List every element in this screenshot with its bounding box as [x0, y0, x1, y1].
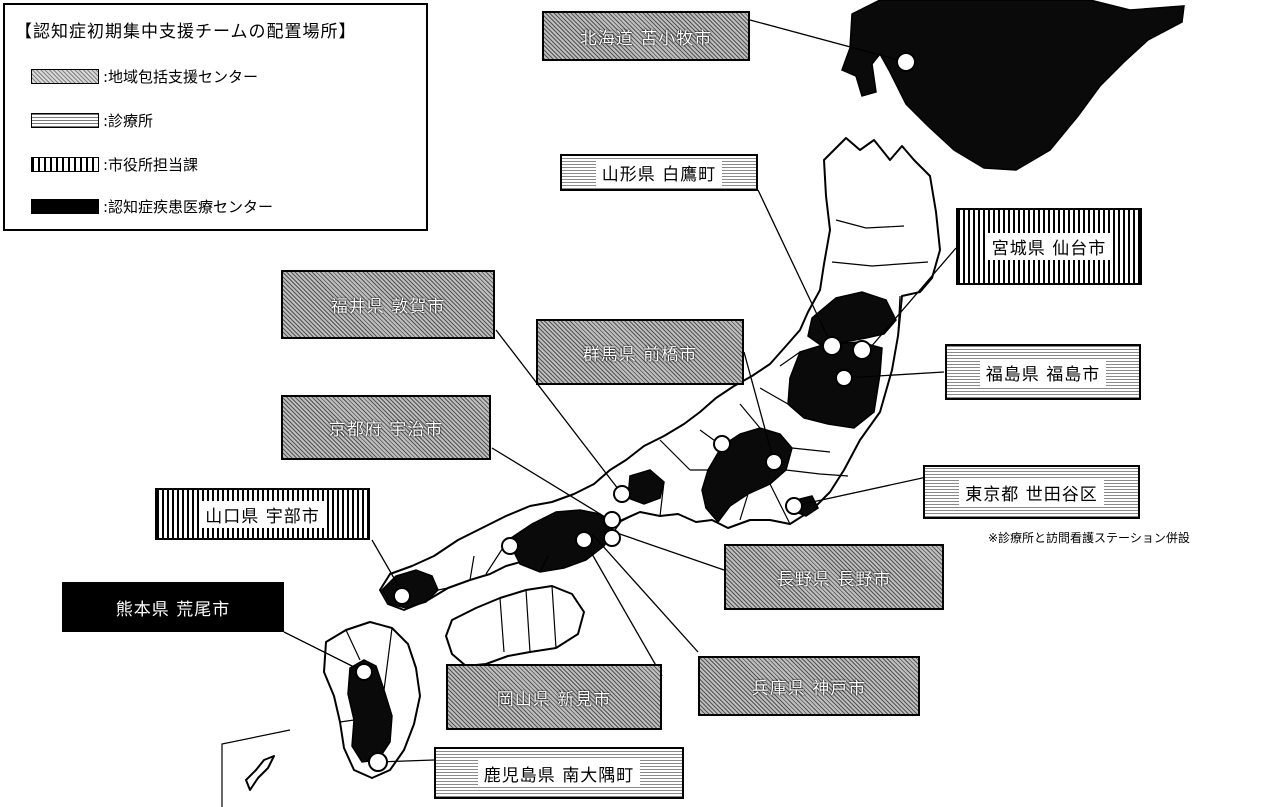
- site-label-nagano: 長野県 長野市: [724, 544, 944, 610]
- site-label-fukushima: 福島県 福島市: [945, 344, 1141, 400]
- map-yamagata-miyagi-fill: [807, 291, 897, 347]
- legend-title: 【認知症初期集中支援チームの配置場所】: [15, 22, 357, 42]
- legend-label: :地域包括支援センター: [103, 67, 259, 86]
- swatch-clinic: [31, 112, 99, 128]
- leader-lines: [283, 19, 957, 763]
- site-label-minamiosumi: 鹿児島県 南大隅町: [434, 747, 684, 799]
- swatch-chiiki: [31, 68, 99, 84]
- map-tohoku: [379, 137, 941, 611]
- legend-label: :診療所: [103, 111, 154, 130]
- site-label-maebashi: 群馬県 前橋市: [536, 319, 744, 385]
- site-label-arao: 熊本県 荒尾市: [62, 582, 284, 632]
- site-label-kobe: 兵庫県 神戸市: [698, 656, 920, 716]
- site-label-sendai: 宮城県 仙台市: [956, 208, 1142, 285]
- site-label-tsuruga: 福井県 敦賀市: [281, 270, 495, 339]
- site-label-uji: 京都府 宇治市: [281, 395, 491, 460]
- map-hokkaido: [841, 0, 1185, 171]
- legend-label: :市役所担当課: [103, 155, 199, 174]
- footnote: ※診療所と訪問看護ステーション併設: [988, 531, 1190, 545]
- legend-item-clinic: :診療所: [31, 109, 153, 131]
- okinawa-frame: [221, 729, 291, 807]
- map-kyushu-fill: [347, 659, 393, 763]
- map-fukushima-fill: [787, 341, 883, 429]
- legend-item-chiiki: :地域包括支援センター: [31, 65, 258, 87]
- swatch-center: [31, 198, 99, 214]
- map-okinawa: [245, 755, 275, 791]
- site-label-niimi: 岡山県 新見市: [446, 664, 662, 730]
- site-label-shirataka: 山形県 白鷹町: [560, 154, 758, 191]
- site-label-setagaya: 東京都 世田谷区: [923, 465, 1140, 519]
- legend-label: :認知症疾患医療センター: [103, 197, 274, 216]
- site-markers: [355, 52, 916, 772]
- map-shikoku: [445, 585, 585, 667]
- legend-item-center: :認知症疾患医療センター: [31, 195, 273, 217]
- swatch-city: [31, 156, 99, 172]
- legend-item-city: :市役所担当課: [31, 153, 198, 175]
- map-pref-borders: [339, 219, 929, 723]
- legend: 【認知症初期集中支援チームの配置場所】 :地域包括支援センター :診療所 :市役…: [3, 3, 428, 231]
- site-label-ube: 山口県 宇部市: [155, 488, 370, 540]
- site-label-tomakomai: 北海道 苫小牧市: [542, 11, 750, 61]
